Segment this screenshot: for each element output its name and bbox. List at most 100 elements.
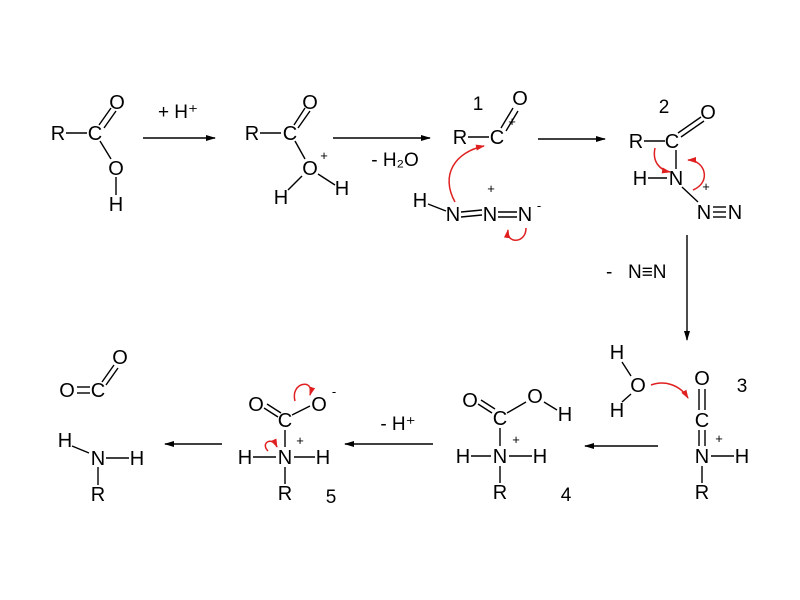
compound-number-1: 1 <box>473 94 484 115</box>
amine-atom: N <box>91 448 105 470</box>
bond-line <box>266 403 282 414</box>
protonated-acid-atom: H <box>335 178 349 200</box>
azide-adduct-2-atom: R <box>629 131 643 153</box>
carbamate-5-atom: R <box>278 483 292 505</box>
bond-line <box>105 367 119 386</box>
bond-line <box>294 140 306 160</box>
carbamic-acid-4-charge: + <box>512 432 520 447</box>
bond-line <box>317 173 336 186</box>
protonated-acid-atom: O <box>302 92 318 114</box>
carbamate-5-atom: O <box>311 394 327 416</box>
isocyanate-cation-3-atom: C <box>695 410 709 432</box>
bonds <box>66 107 734 485</box>
carbon-dioxide-atom: C <box>91 380 105 402</box>
protonated-acid-atom: H <box>274 187 288 209</box>
acylium-1-atom: C <box>490 127 504 149</box>
bond-line <box>291 405 311 416</box>
compound-number-5: 5 <box>326 487 337 508</box>
azide-adduct-2-atom: O <box>700 102 716 124</box>
carbamic-acid-4-atom: H <box>456 446 470 468</box>
bond-line <box>99 140 112 160</box>
bond-line <box>543 401 558 411</box>
hydrazoic-acid-charge: + <box>487 181 495 196</box>
hydrazoic-acid-atom: H <box>413 190 427 212</box>
water-atom: H <box>610 400 624 422</box>
step-label-nitrogen-loss: N≡N <box>628 262 667 283</box>
bond-line <box>287 175 303 191</box>
electron-arrow-carboxylate <box>293 383 316 402</box>
step-label-dehydration: - H₂O <box>371 150 418 171</box>
carbamic-acid-4-atom: N <box>493 446 507 468</box>
carboxylic-acid-atom: R <box>51 123 65 145</box>
azide-adduct-2-atom: N <box>669 168 683 190</box>
bond-line <box>680 120 705 138</box>
amine-atom: H <box>130 448 144 470</box>
carbamic-acid-4-atom: C <box>493 408 507 430</box>
water-atom: O <box>630 375 646 397</box>
electron-arrow-water-attack <box>650 382 689 399</box>
azide-adduct-2-atom: N <box>728 202 742 224</box>
compound-number-3: 3 <box>737 376 748 397</box>
bond-line <box>506 401 527 414</box>
azide-adduct-2-atom: C <box>665 131 679 153</box>
bond-line <box>71 445 90 454</box>
carbon-dioxide-atom: O <box>59 380 75 402</box>
bond-line <box>505 110 519 132</box>
bond-line <box>293 107 306 126</box>
acylium-1-atom: R <box>453 127 467 149</box>
hydrazoic-acid-atom: N <box>483 204 497 226</box>
carbamate-5-atom: N <box>278 447 292 469</box>
bond-line <box>480 399 496 410</box>
carbamate-5-charge: + <box>296 433 304 448</box>
electron-arrow-nc-cleavage <box>264 438 278 452</box>
isocyanate-cation-3-atom: N <box>695 446 709 468</box>
carboxylic-acid-atom: O <box>109 92 125 114</box>
carbamate-5-atom: H <box>316 447 330 469</box>
bond-line <box>621 361 632 377</box>
electron-arrow-azide-pi <box>503 227 527 241</box>
bond-line <box>263 407 279 418</box>
bond-line <box>101 364 115 383</box>
bond-line <box>460 209 483 213</box>
carbamic-acid-4-atom: H <box>533 446 547 468</box>
step-label-protonation: + H⁺ <box>158 102 198 123</box>
carbon-dioxide-atom: O <box>112 347 128 369</box>
bond-line <box>681 186 699 203</box>
bond-line <box>297 110 311 129</box>
bond-line <box>477 403 493 414</box>
carbamic-acid-4-atom: O <box>462 390 478 412</box>
electron-arrow-azide-attack <box>448 144 485 203</box>
azide-adduct-2-charge: + <box>702 179 710 194</box>
isocyanate-cation-3-atom: H <box>735 446 749 468</box>
amine-atom: H <box>58 430 72 452</box>
carboxylic-acid-atom: C <box>88 123 102 145</box>
isocyanate-cation-3-atom: R <box>695 482 709 504</box>
isocyanate-cation-3-charge: + <box>715 431 723 446</box>
azide-adduct-2-atom: H <box>633 168 647 190</box>
carbamic-acid-4-atom: R <box>493 482 507 504</box>
protonated-acid-atom: O <box>302 158 318 180</box>
bond-line <box>98 107 112 126</box>
acylium-1-atom: O <box>512 88 528 110</box>
electron-arrow-alkyl-shift <box>653 147 671 174</box>
bond-line <box>103 110 117 129</box>
step-label-nitrogen-loss-prefix: - <box>606 262 612 283</box>
water-atom: H <box>610 342 624 364</box>
isocyanate-cation-3-atom: O <box>694 368 710 390</box>
bond-line <box>500 107 514 129</box>
amine-atom: R <box>91 484 105 506</box>
compound-number-2: 2 <box>659 97 670 118</box>
carbamate-5-charge: - <box>332 384 336 399</box>
step-label-deprotonation: - H⁺ <box>380 414 415 435</box>
carbamate-5-atom: H <box>238 447 252 469</box>
bond-line <box>427 203 447 212</box>
hydrazoic-acid-charge: - <box>537 198 541 213</box>
carbamate-5-atom: C <box>278 410 292 432</box>
compound-number-4: 4 <box>561 485 572 506</box>
carbamate-5-atom: O <box>248 394 264 416</box>
protonated-acid-atom: C <box>283 123 297 145</box>
carbamic-acid-4-atom: H <box>558 404 572 426</box>
electron-arrow-n2-departure <box>687 157 705 191</box>
